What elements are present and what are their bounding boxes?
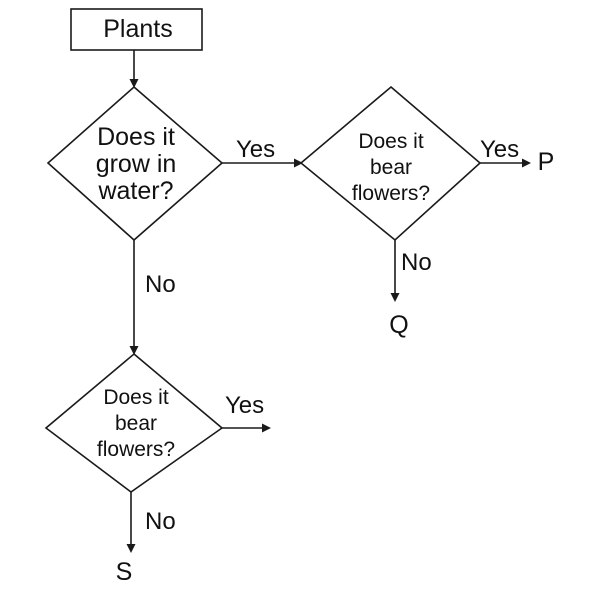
edge-label-flowers-bottom-no: No — [145, 508, 176, 535]
arrowhead-flowers-top-no — [390, 293, 400, 302]
decision-flowers-top-line-1: Does it — [358, 130, 424, 153]
edge-label-flowers-top-no: No — [401, 249, 432, 276]
arrowhead-flowers-bottom-yes — [262, 423, 271, 433]
outcome-p: P — [538, 148, 555, 176]
decision-water-line-2: grow in — [96, 150, 177, 178]
edge-label-water-no: No — [145, 271, 176, 298]
edge-label-flowers-bottom-yes: Yes — [225, 392, 264, 419]
root-label: Plants — [103, 15, 172, 43]
arrowhead-flowers-top-yes — [522, 158, 531, 168]
decision-flowers-bottom-line-3: flowers? — [97, 438, 175, 461]
edge-label-water-yes: Yes — [236, 136, 275, 163]
arrowhead-water-yes — [294, 158, 303, 168]
decision-flowers-top-line-3: flowers? — [352, 182, 430, 205]
arrowhead-water-no — [129, 346, 139, 355]
decision-water-line-3: water? — [97, 177, 173, 205]
outcome-s: S — [116, 558, 133, 586]
decision-flowers-bottom-line-2: bear — [115, 412, 157, 435]
arrowhead-flowers-bottom-no — [126, 544, 136, 553]
decision-flowers-bottom-line-1: Does it — [103, 386, 169, 409]
outcome-q: Q — [389, 311, 408, 339]
decision-water-line-1: Does it — [97, 123, 175, 151]
root-box — [70, 8, 203, 51]
arrowhead-root-to-water — [129, 79, 139, 88]
edge-label-flowers-top-yes: Yes — [480, 136, 519, 163]
decision-flowers-top-line-2: bear — [370, 156, 412, 179]
